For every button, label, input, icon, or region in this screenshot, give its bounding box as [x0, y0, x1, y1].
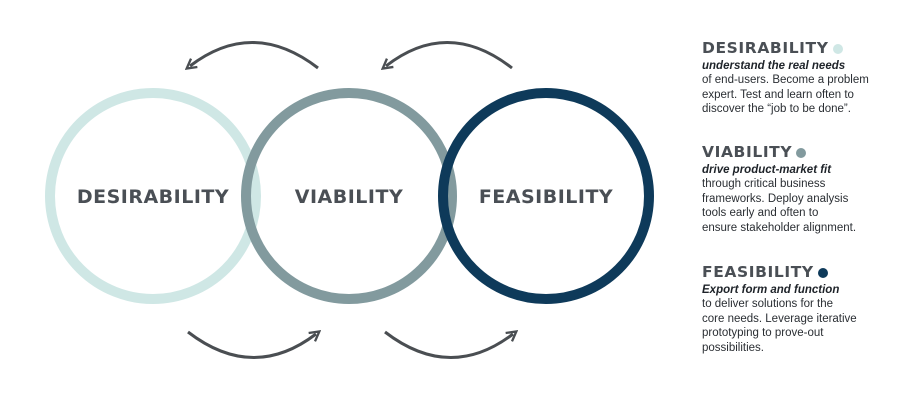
legend-line: tools early and often to — [702, 207, 819, 219]
arrow-viability-to-feasibility — [384, 332, 513, 359]
arrow-feasibility-to-viability — [386, 41, 513, 68]
legend-item-viability: VIABILITY drive product-market fit throu… — [702, 142, 892, 235]
legend-line: ensure stakeholder alignment. — [702, 221, 857, 234]
legend-head-desirability: DESIRABILITY — [702, 38, 892, 58]
legend-head-feasibility: FEASIBILITY — [702, 262, 892, 282]
legend-body-viability: through critical business frameworks. De… — [702, 177, 892, 235]
legend-title-desirability: DESIRABILITY — [702, 39, 829, 57]
legend-line: possibilities. — [702, 341, 764, 354]
legend-body-desirability: of end-users. Become a problem expert. T… — [702, 73, 892, 117]
legend-line: frameworks. Deploy analysis — [702, 192, 849, 205]
desirability-dot-icon — [832, 43, 843, 54]
viability-circle-label: VIABILITY — [295, 186, 403, 208]
legend-body-feasibility: to deliver solutions for the core needs.… — [702, 297, 892, 355]
legend-subtitle-feasibility: Export form and function — [702, 284, 840, 296]
legend-line: expert. Test and learn often to — [702, 88, 854, 101]
legend-subtitle-desirability: understand the real needs — [702, 60, 846, 72]
arrow-viability-to-desirability — [190, 41, 319, 68]
desirability-circle-label: DESIRABILITY — [77, 186, 229, 208]
legend-line: core needs. Leverage iterative — [702, 312, 857, 325]
venn-diagram: DESIRABILITY VIABILITY FEASIBILITY — [45, 41, 654, 359]
feasibility-circle — [438, 88, 654, 304]
legend-item-desirability: DESIRABILITY understand the real needs o… — [702, 38, 892, 117]
legend-line: to deliver solutions for the — [702, 298, 834, 310]
legend-line: through critical business — [702, 178, 826, 190]
feasibility-dot-icon — [817, 267, 828, 278]
viability-circle — [241, 88, 457, 304]
legend-title-viability: VIABILITY — [702, 143, 793, 161]
legend-line: discover the “job to be done”. — [702, 103, 851, 115]
legend-line: of end-users. Become a problem — [702, 74, 869, 86]
legend-head-viability: VIABILITY — [702, 142, 892, 162]
legend-subtitle-viability: drive product-market fit — [702, 164, 832, 176]
legend-item-feasibility: FEASIBILITY Export form and function to … — [702, 262, 892, 355]
viability-dot-icon — [796, 147, 807, 158]
legend-title-feasibility: FEASIBILITY — [702, 263, 814, 281]
arrow-desirability-to-viability — [187, 332, 316, 359]
legend-line: prototyping to prove-out — [702, 327, 824, 339]
desirability-circle — [45, 88, 261, 304]
feasibility-circle-label: FEASIBILITY — [479, 186, 613, 208]
